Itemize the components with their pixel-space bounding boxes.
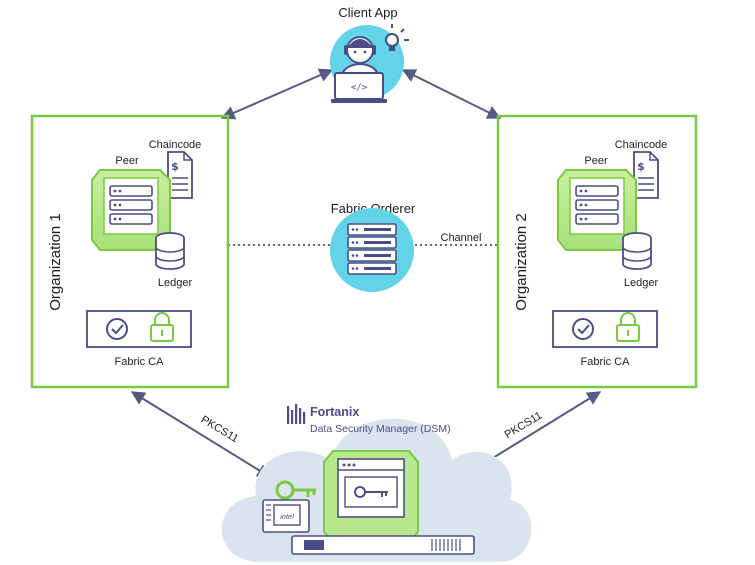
org2-ca-label: Fabric CA bbox=[581, 356, 631, 368]
chaincode-document-icon: $ bbox=[167, 151, 193, 199]
pkcs-right-label: PKCS11 bbox=[503, 410, 545, 442]
org2-ledger-label: Ledger bbox=[624, 277, 659, 289]
intel-chip-icon: intel bbox=[262, 499, 310, 533]
ledger-database-icon bbox=[155, 232, 185, 270]
lightbulb-icon bbox=[385, 24, 409, 51]
chaincode-document-icon: $ bbox=[633, 151, 659, 199]
ledger-database-icon bbox=[622, 232, 652, 270]
arrow-client-org1 bbox=[220, 68, 334, 120]
org1-ca-box bbox=[86, 310, 192, 348]
org1-ledger-label: Ledger bbox=[158, 277, 193, 289]
server-rack-icon bbox=[347, 223, 397, 275]
organization-1: Organization 1 Chaincode Peer $ bbox=[30, 114, 230, 389]
svg-text:$: $ bbox=[637, 160, 645, 173]
org1-chaincode-label: Chaincode bbox=[149, 139, 202, 151]
peer-server-icon bbox=[557, 169, 637, 251]
svg-text:$: $ bbox=[171, 160, 179, 173]
hsm-appliance-icon bbox=[291, 535, 475, 555]
fortanix-brand: Fortanix bbox=[310, 405, 359, 419]
arrow-client-org2 bbox=[401, 69, 502, 119]
channel-label: Channel bbox=[441, 232, 482, 244]
secure-enclave-icon bbox=[323, 450, 419, 543]
padlock-icon bbox=[150, 312, 174, 342]
dsm-cloud: Fortanix Data Security Manager (DSM) int… bbox=[221, 404, 532, 562]
arrow-org1-dsm bbox=[130, 391, 272, 478]
org2-label: Organization 2 bbox=[513, 213, 530, 311]
code-glyph: </> bbox=[351, 83, 368, 93]
client-app-label: Client App bbox=[338, 5, 397, 20]
org2-ca-box bbox=[552, 310, 658, 348]
check-circle-icon bbox=[106, 318, 128, 340]
org2-box bbox=[496, 114, 698, 389]
check-circle-icon bbox=[572, 318, 594, 340]
org2-chaincode-label: Chaincode bbox=[615, 139, 668, 151]
dsm-product-name: Data Security Manager (DSM) bbox=[310, 423, 451, 435]
intel-chip-text: intel bbox=[280, 512, 294, 521]
client-app: Client App </> bbox=[330, 5, 409, 103]
pkcs-left-label: PKCS11 bbox=[199, 414, 241, 446]
fabric-orderer: Fabric Orderer bbox=[330, 201, 416, 292]
org2-peer-label: Peer bbox=[584, 155, 608, 167]
org1-box bbox=[30, 114, 230, 389]
org1-ca-label: Fabric CA bbox=[115, 356, 165, 368]
org1-label: Organization 1 bbox=[47, 213, 64, 311]
developer-icon: </> bbox=[331, 36, 387, 103]
org1-peer-label: Peer bbox=[115, 155, 139, 167]
organization-2: Organization 2 Chaincode Peer $ L bbox=[496, 114, 698, 389]
key-icon bbox=[275, 480, 316, 500]
fortanix-logo: Fortanix bbox=[287, 404, 359, 424]
padlock-icon bbox=[616, 312, 640, 342]
